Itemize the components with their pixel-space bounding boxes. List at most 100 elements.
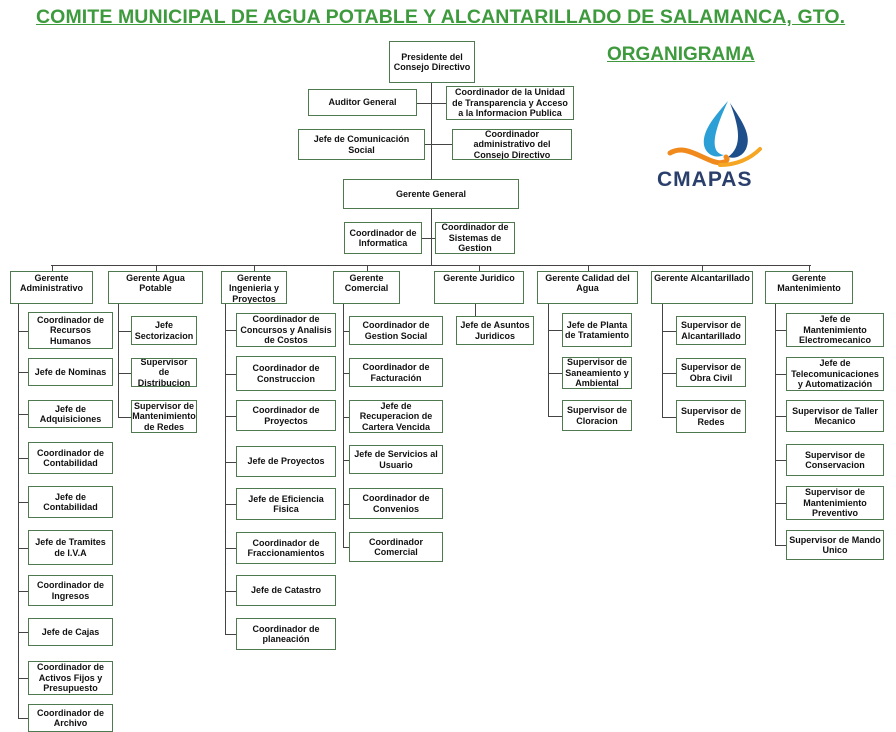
dept-child-box: Supervisor de Alcantarillado: [676, 316, 746, 345]
connector-line: [18, 331, 28, 332]
connector-line: [417, 103, 446, 104]
dept-header: Gerente Administrativo: [10, 271, 93, 304]
box-informatica: Coordinador de Informatica: [344, 222, 422, 254]
dept-child-box: Supervisor de Saneamiento y Ambiental: [562, 357, 632, 389]
dept-child-box: Jefe de Proyectos: [236, 446, 336, 477]
connector-line: [809, 265, 810, 271]
dept-child-box: Coordinador de Archivo: [28, 704, 113, 732]
connector-line: [548, 330, 562, 331]
dept-header: Gerente Agua Potable: [108, 271, 203, 304]
connector-line: [225, 504, 236, 505]
connector-line: [343, 504, 349, 505]
connector-line: [18, 458, 28, 459]
dept-child-box: Coordinador de Construccion: [236, 356, 336, 391]
connector-line: [775, 374, 786, 375]
dept-child-box: Jefe de Mantenimiento Electromecanico: [786, 313, 884, 347]
dept-child-box: Coordinador de Gestion Social: [349, 316, 443, 345]
connector-line: [18, 372, 28, 373]
dept-child-box: Supervisor de Mando Unico: [786, 530, 884, 560]
connector-line: [662, 331, 676, 332]
dept-child-box: Coordinador de Recursos Humanos: [28, 312, 113, 349]
page-subtitle: ORGANIGRAMA: [607, 44, 755, 65]
connector-line: [225, 634, 236, 635]
dept-header: Gerente Juridico: [434, 271, 524, 304]
page-title: COMITE MUNICIPAL DE AGUA POTABLE Y ALCAN…: [36, 6, 846, 28]
dept-child-box: Supervisor de Obra Civil: [676, 358, 746, 387]
connector-line: [343, 331, 349, 332]
box-coord-consejo: Coordinador administrativo del Consejo D…: [452, 129, 572, 160]
connector-line: [775, 503, 786, 504]
connector-line: [254, 265, 255, 271]
dept-child-box: Coordinador Comercial: [349, 532, 443, 562]
connector-line: [702, 265, 703, 271]
connector-line: [225, 304, 226, 634]
dept-child-box: Supervisor de Distribucion: [131, 358, 197, 387]
connector-line: [775, 330, 786, 331]
connector-line: [431, 209, 432, 265]
connector-line: [343, 417, 349, 418]
connector-line: [18, 548, 28, 549]
connector-line: [343, 304, 344, 547]
connector-line: [422, 238, 435, 239]
connector-line: [18, 632, 28, 633]
dept-child-box: Jefe de Tramites de I.V.A: [28, 530, 113, 565]
dept-child-box: Jefe de Asuntos Juridicos: [456, 316, 534, 345]
box-auditor: Auditor General: [308, 89, 417, 116]
dept-child-box: Supervisor de Taller Mecanico: [786, 400, 884, 432]
connector-line: [775, 545, 786, 546]
connector-line: [588, 265, 589, 271]
box-gerente-general: Gerente General: [343, 179, 519, 209]
dept-child-box: Coordinador de Convenios: [349, 488, 443, 519]
connector-line: [118, 331, 131, 332]
dept-header: Gerente Calidad del Agua: [537, 271, 638, 304]
dept-child-box: Jefe de Planta de Tratamiento: [562, 313, 632, 347]
connector-line: [18, 591, 28, 592]
box-transparencia: Coordinador de la Unidad de Transparenci…: [446, 86, 574, 120]
dept-header: Gerente Ingenieria y Proyectos: [221, 271, 287, 304]
connector-line: [548, 304, 549, 416]
dept-child-box: Jefe de Servicios al Usuario: [349, 445, 443, 474]
connector-line: [52, 265, 53, 271]
dept-child-box: Jefe de Eficiencia Fisica: [236, 488, 336, 520]
connector-line: [548, 416, 562, 417]
water-drop-hands-icon: [667, 101, 762, 167]
connector-line: [18, 414, 28, 415]
connector-line: [479, 265, 480, 271]
connector-line: [431, 83, 432, 179]
connector-line: [18, 304, 19, 718]
connector-line: [425, 144, 452, 145]
connector-line: [225, 462, 236, 463]
dept-child-box: Coordinador de Contabilidad: [28, 442, 113, 474]
connector-line: [343, 460, 349, 461]
box-sistemas: Coordinador de Sistemas de Gestion: [435, 222, 515, 254]
connector-line: [775, 460, 786, 461]
dept-child-box: Supervisor de Cloracion: [562, 400, 632, 431]
dept-child-box: Coordinador de Fraccionamientos: [236, 532, 336, 564]
dept-child-box: Supervisor de Redes: [676, 400, 746, 433]
dept-child-box: Jefe de Recuperacion de Cartera Vencida: [349, 400, 443, 433]
dept-child-box: Coordinador de Ingresos: [28, 575, 113, 606]
connector-line: [662, 417, 676, 418]
dept-child-box: Supervisor de Conservacion: [786, 444, 884, 476]
dept-child-box: Coordinador de Facturación: [349, 358, 443, 387]
connector-line: [343, 373, 349, 374]
connector-line: [118, 373, 131, 374]
connector-line: [18, 502, 28, 503]
dept-child-box: Coordinador de Proyectos: [236, 400, 336, 431]
connector-line: [118, 304, 119, 417]
dept-child-box: Jefe Sectorizacion: [131, 316, 197, 345]
dept-child-box: Jefe de Nominas: [28, 358, 113, 386]
connector-line: [118, 417, 131, 418]
connector-line: [775, 416, 786, 417]
connector-line: [225, 416, 236, 417]
connector-line: [18, 678, 28, 679]
dept-header: Gerente Comercial: [333, 271, 400, 304]
dept-child-box: Coordinador de Concursos y Analisis de C…: [236, 313, 336, 347]
dept-child-box: Coordinador de planeación: [236, 618, 336, 650]
box-comunicacion: Jefe de Comunicación Social: [298, 129, 425, 160]
dept-child-box: Supervisor de Mantenimiento Preventivo: [786, 486, 884, 520]
dept-header: Gerente Alcantarillado: [651, 271, 753, 304]
dept-child-box: Coordinador de Activos Fijos y Presupues…: [28, 661, 113, 695]
dept-child-box: Supervisor de Mantenimiento de Redes: [131, 400, 197, 433]
connector-line: [18, 718, 28, 719]
